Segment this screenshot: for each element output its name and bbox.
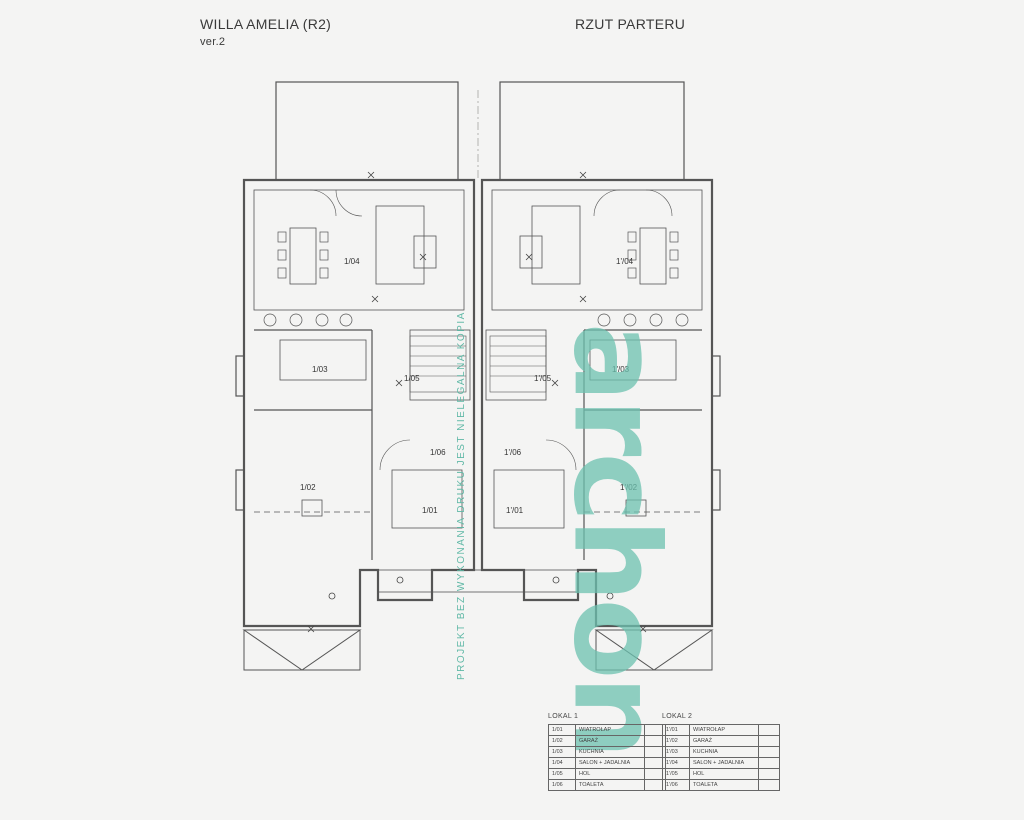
plan-name: RZUT PARTERU: [575, 16, 686, 32]
legend-title: LOKAL 1: [548, 713, 579, 720]
canopy-left: [242, 629, 362, 671]
legend-title: LOKAL 2: [662, 713, 693, 720]
terrace-right: [499, 81, 685, 181]
terrace-left: [275, 81, 459, 181]
room-label: 1'/03: [612, 365, 630, 374]
watermark-notice: PROJEKT BEZ WYKONANIA DRUKU JEST NIELEGA…: [456, 311, 467, 680]
room-label: 1'/04: [616, 257, 634, 266]
room-label: 1/06: [430, 448, 446, 457]
drawing-title: WILLA AMELIA (R2): [200, 16, 332, 32]
room-label: 1/04: [344, 257, 360, 266]
canopy-right: [594, 629, 714, 671]
room-label: 1/03: [312, 365, 328, 374]
watermark-logo: archon: [547, 322, 686, 756]
room-label: 1/05: [404, 374, 420, 383]
room-label: 1'/06: [504, 448, 522, 457]
room-label: 1/01: [422, 506, 438, 515]
room-label: 1'/01: [506, 506, 524, 515]
room-label: 1/02: [300, 483, 316, 492]
room-label: 1'/05: [534, 374, 552, 383]
unit-left-outline: [242, 178, 476, 628]
room-label: 1'/02: [620, 483, 638, 492]
drawing-version: ver.2: [200, 36, 226, 48]
